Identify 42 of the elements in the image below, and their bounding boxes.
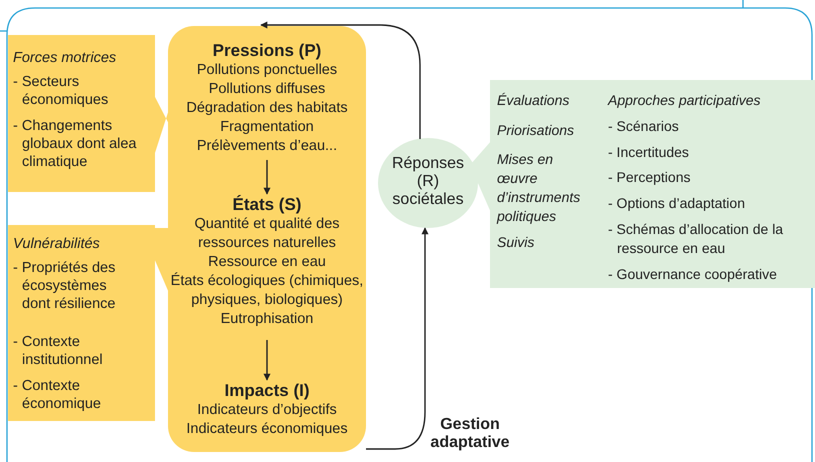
list-item: Fragmentation <box>220 118 314 137</box>
list-item: Priorisations <box>497 121 576 140</box>
list-item: Pollutions ponctuelles <box>196 61 338 80</box>
arrow <box>264 160 270 195</box>
list-item: - Secteurs économiques <box>13 73 110 109</box>
list-item: - Propriétés des écosystèmes dont résilience <box>13 259 116 313</box>
heading: Forces motrices <box>13 49 118 67</box>
arrow <box>264 340 270 381</box>
list-item: - Contexte économique <box>13 377 102 413</box>
list-item: Ressource en eau <box>208 253 326 272</box>
list-item: Suivis <box>497 233 536 252</box>
arrow <box>260 22 421 139</box>
list-item: - Gouvernance coopérative <box>608 265 778 284</box>
list-item: Mises en œuvre d’instruments politiques <box>497 150 582 226</box>
list-item: Quantité et qualité des ressources naturelles <box>193 215 341 253</box>
node-label: Réponses (R) sociétales <box>390 155 466 209</box>
list-item: - Contexte institutionnel <box>13 333 104 369</box>
heading: Pressions (P) <box>212 40 322 61</box>
list-item: Évaluations <box>497 91 570 110</box>
list-item: - Perceptions <box>608 168 692 187</box>
list-item: Indicateurs économiques <box>186 420 348 439</box>
list-item: Prélèvements d’eau... <box>196 137 338 156</box>
callout-box <box>8 225 155 421</box>
list-item: - Schémas d’allocation de la ressource en eau <box>608 220 784 258</box>
list-item: Eutrophisation <box>220 310 314 329</box>
list-item: Dégradation des habitats <box>186 99 348 118</box>
list-item: Indicateurs d’objectifs <box>197 401 337 420</box>
heading: Impacts (I) <box>224 380 310 401</box>
heading: Approches participatives <box>608 91 762 110</box>
heading: Vulnérabilités <box>13 235 101 253</box>
list-item: - Scénarios <box>608 117 680 136</box>
edge-label: Gestion adaptative <box>430 416 510 452</box>
rounded-panel <box>168 26 366 452</box>
arrow <box>366 227 428 450</box>
list-item: Pollutions diffuses <box>208 80 326 99</box>
list-item: - Options d’adaptation <box>608 194 746 213</box>
callout-box <box>8 35 155 192</box>
list-item: - Incertitudes <box>608 143 690 162</box>
callout-box <box>490 80 815 288</box>
list-item: - Changements globaux dont alea climatique <box>13 117 138 171</box>
heading: États (S) <box>232 194 302 215</box>
list-item: États écologiques (chimiques, physiques, biologiques) <box>170 272 364 310</box>
